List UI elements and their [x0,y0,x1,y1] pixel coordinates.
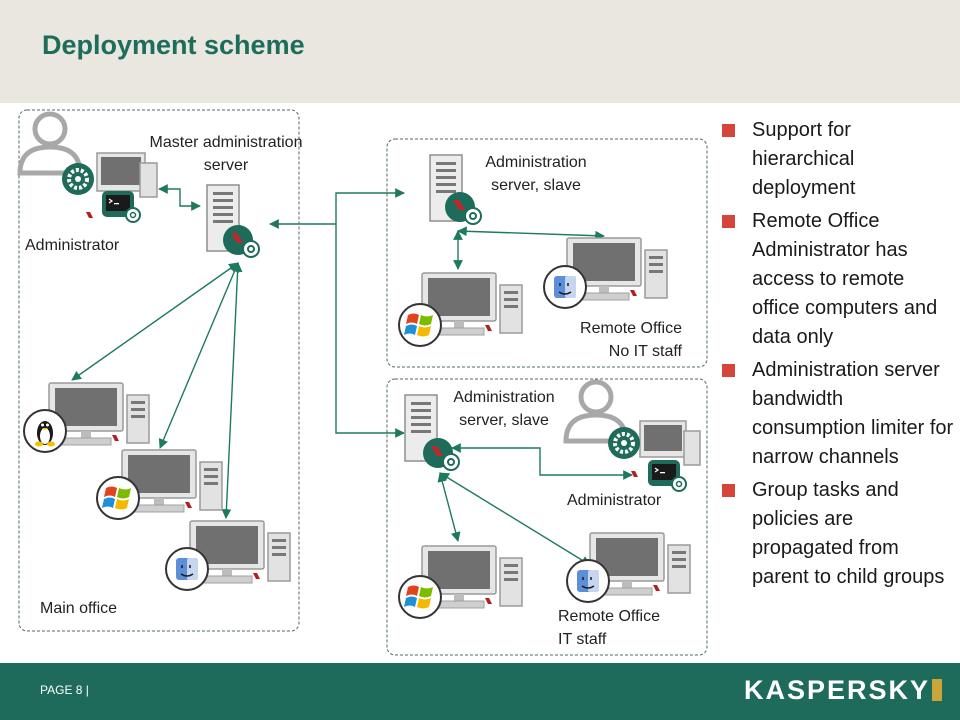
remote-admin-console-icon [647,459,687,492]
kaspersky-logo: KASPERSKY [744,675,942,706]
slave-server-2-kaspersky-badge-icon [422,437,460,471]
remote-it-label-line1: Remote Office [558,608,660,625]
bullet-text: Support for hierarchical deployment [752,119,856,199]
remote-no-it-label-line2: No IT staff [608,343,682,360]
kaspersky-k-icon-remote [631,471,638,477]
remote-admin-gear-icon [606,425,642,461]
deployment-diagram: Master administration server Administrat… [0,103,715,663]
bullet-square-icon [722,124,735,137]
admin-console-icon [101,190,141,223]
windows-icon [96,476,140,520]
bullet-square-icon [722,215,735,228]
slave-server-1-label-line2: server, slave [491,177,581,194]
master-server-kaspersky-badge-icon [222,224,260,258]
administrator-remote-pc-icon [639,420,701,466]
connection-lines [71,184,633,566]
bullet-item: Remote Office Administrator has access t… [720,207,955,352]
remote-no-it-label: Remote Office No IT staff [540,317,682,363]
administrator-main-label: Administrator [25,237,120,254]
main-office-label: Main office [40,600,118,617]
diagram-canvas [0,109,708,656]
bullet-text: Remote Office Administrator has access t… [752,210,938,348]
slave-server-1-label-line1: Administration [485,154,587,171]
mac-icon-remote-it [566,559,610,603]
mac-icon-remote-no-it [543,265,587,309]
administrator-remote-label: Administrator [567,492,662,509]
slave-server-2-label-line2: server, slave [459,412,549,429]
header-band: Deployment scheme [0,0,960,103]
remote-it-label: Remote Office IT staff [558,605,660,651]
linux-icon [23,409,67,453]
master-server-label-line1: Master administration [149,134,303,151]
kaspersky-k-icon [86,212,93,218]
windows-icon-remote-no-it [398,303,442,347]
admin-gear-icon [60,161,96,197]
bullet-square-icon [722,484,735,497]
slide-title: Deployment scheme [42,30,305,60]
master-server-label-line2: server [203,157,249,174]
slave-server-1-label: Administration server, slave [460,151,612,197]
main-office-boundary [18,109,300,632]
bullet-square-icon [722,364,735,377]
page-number: PAGE 8 | [40,683,89,697]
remote-office-no-it-boundary [386,138,708,368]
remote-no-it-label-line1: Remote Office [580,320,682,337]
administrator-main-person-icon [20,114,80,173]
windows-icon-remote-it [398,575,442,619]
logo-text: KASPERSKY [743,675,930,705]
bullet-item: Support for hierarchical deployment [720,116,955,203]
bullet-item: Administration server bandwidth consumpt… [720,356,955,472]
master-server-label: Master administration server [130,131,322,177]
remote-office-it-boundary [386,378,708,656]
slave-server-2-label-line1: Administration [453,389,555,406]
remote-it-label-line2: IT staff [558,631,607,648]
bullet-list: Support for hierarchical deployment Remo… [720,116,955,596]
bullet-item: Group tasks and policies are propagated … [720,476,955,592]
logo-mark-icon [932,679,942,701]
administrator-main-pc-icon [96,152,158,198]
bullet-text: Group tasks and policies are propagated … [752,479,945,588]
footer-band: PAGE 8 | KASPERSKY [0,663,960,720]
slave-server-2-label: Administration server, slave [428,386,580,432]
bullet-text: Administration server bandwidth consumpt… [752,359,954,468]
mac-icon [165,547,209,591]
